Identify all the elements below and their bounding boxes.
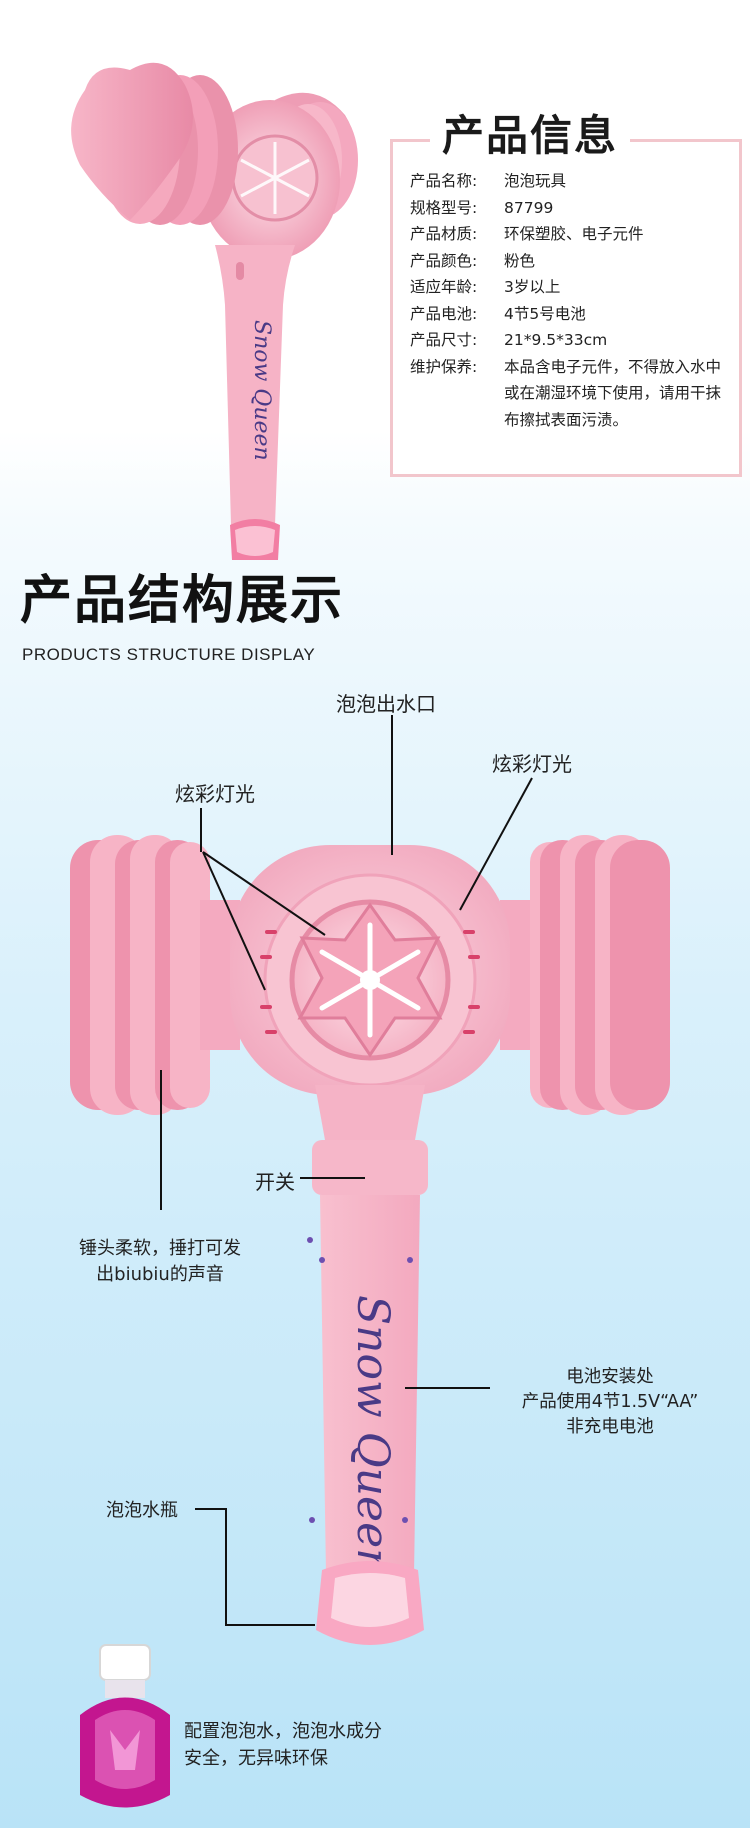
info-row-age: 适应年龄: 3岁以上 bbox=[410, 274, 732, 301]
label-battery-line1: 电池安装处 bbox=[566, 1367, 654, 1387]
info-value: 3岁以上 bbox=[504, 278, 561, 296]
label-light-right: 炫彩灯光 bbox=[492, 752, 572, 776]
callout-line-bottle-h2 bbox=[225, 1624, 315, 1626]
light-dashes bbox=[260, 930, 480, 1034]
info-value: 21*9.5*33cm bbox=[504, 331, 608, 349]
callout-line-light-right bbox=[459, 777, 533, 911]
structure-title: 产品结构展示 bbox=[20, 571, 345, 631]
label-battery-line3: 非充电电池 bbox=[566, 1417, 654, 1437]
callout-line-bottle-v bbox=[225, 1508, 227, 1625]
label-bubble-solution: 配置泡泡水，泡泡水成分 安全，无异味环保 bbox=[184, 1718, 382, 1772]
info-value: 泡泡玩具 bbox=[504, 172, 567, 190]
label-hammer-head: 锤头柔软，捶打可发 出biubiu的声音 bbox=[60, 1236, 260, 1288]
hammer-left-head bbox=[70, 835, 240, 1115]
info-key: 产品名称: bbox=[410, 172, 478, 190]
callout-line-bottle-h bbox=[195, 1508, 225, 1510]
info-row-model: 规格型号: 87799 bbox=[410, 195, 732, 222]
info-key: 产品颜色: bbox=[410, 251, 478, 270]
info-key: 产品材质: bbox=[410, 225, 478, 243]
info-value: 环保塑胶、电子元件 bbox=[504, 225, 644, 243]
callout-line-outlet bbox=[391, 715, 393, 855]
info-row-name: 产品名称: 泡泡玩具 bbox=[410, 168, 732, 195]
label-battery: 电池安装处 产品使用4节1.5V“AA” 非充电电池 bbox=[490, 1365, 730, 1440]
hammer-handle bbox=[320, 1195, 420, 1585]
product-photo-main: Snow Queen bbox=[70, 835, 670, 1645]
info-value: 4节5号电池 bbox=[504, 304, 586, 323]
top-hammer-handle: Snow Queen bbox=[215, 245, 295, 560]
product-photo-top: Snow Queen bbox=[71, 62, 358, 560]
top-handle-text: Snow Queen bbox=[249, 320, 274, 461]
info-value: 87799 bbox=[504, 198, 554, 217]
callout-line-hammer bbox=[160, 1070, 162, 1210]
label-switch: 开关 bbox=[255, 1170, 295, 1194]
handle-text: Snow Queen bbox=[347, 1295, 398, 1576]
callout-line-switch bbox=[300, 1177, 365, 1179]
label-bubble-bottle: 泡泡水瓶 bbox=[106, 1500, 178, 1521]
info-key: 产品电池: bbox=[410, 304, 478, 323]
label-light-left: 炫彩灯光 bbox=[175, 782, 255, 806]
info-key: 产品尺寸: bbox=[410, 331, 478, 349]
info-row-material: 产品材质: 环保塑胶、电子元件 bbox=[410, 221, 732, 248]
star-decor bbox=[307, 1237, 413, 1523]
callout-line-battery bbox=[405, 1387, 490, 1389]
info-value: 本品含电子元件，不得放入水中或在潮湿环境下使用，请用干抹布擦拭表面污渍。 bbox=[504, 357, 722, 429]
info-row-care: 维护保养: 本品含电子元件，不得放入水中或在潮湿环境下使用，请用干抹布擦拭表面污渍… bbox=[410, 354, 732, 434]
callout-line-light-left bbox=[200, 808, 202, 852]
product-info-box bbox=[390, 139, 742, 477]
label-hammer-line2: 出biubiu的声音 bbox=[96, 1264, 224, 1285]
callout-lines-light-left bbox=[202, 851, 326, 991]
info-key: 维护保养: bbox=[410, 357, 478, 376]
product-info-title: 产品信息 bbox=[430, 108, 630, 164]
label-solution-line1: 配置泡泡水，泡泡水成分 bbox=[184, 1721, 382, 1742]
bubble-bottle-photo bbox=[80, 1644, 170, 1808]
info-row-size: 产品尺寸: 21*9.5*33cm bbox=[410, 327, 732, 354]
label-battery-line2: 产品使用4节1.5V“AA” bbox=[521, 1392, 699, 1412]
label-solution-line2: 安全，无异味环保 bbox=[184, 1748, 328, 1769]
top-hammer-left-head bbox=[71, 62, 238, 225]
info-key: 适应年龄: bbox=[410, 278, 478, 296]
structure-subtitle: PRODUCTS STRUCTURE DISPLAY bbox=[22, 645, 316, 664]
product-info-list: 产品名称: 泡泡玩具 规格型号: 87799 产品材质: 环保塑胶、电子元件 产品颜色… bbox=[410, 168, 732, 433]
label-hammer-line1: 锤头柔软，捶打可发 bbox=[79, 1238, 241, 1259]
info-row-color: 产品颜色: 粉色 bbox=[410, 248, 732, 275]
label-bubble-outlet: 泡泡出水口 bbox=[336, 692, 436, 716]
info-row-battery: 产品电池: 4节5号电池 bbox=[410, 301, 732, 328]
hammer-right-head bbox=[500, 835, 670, 1115]
info-key: 规格型号: bbox=[410, 198, 478, 217]
info-value: 粉色 bbox=[504, 251, 536, 270]
